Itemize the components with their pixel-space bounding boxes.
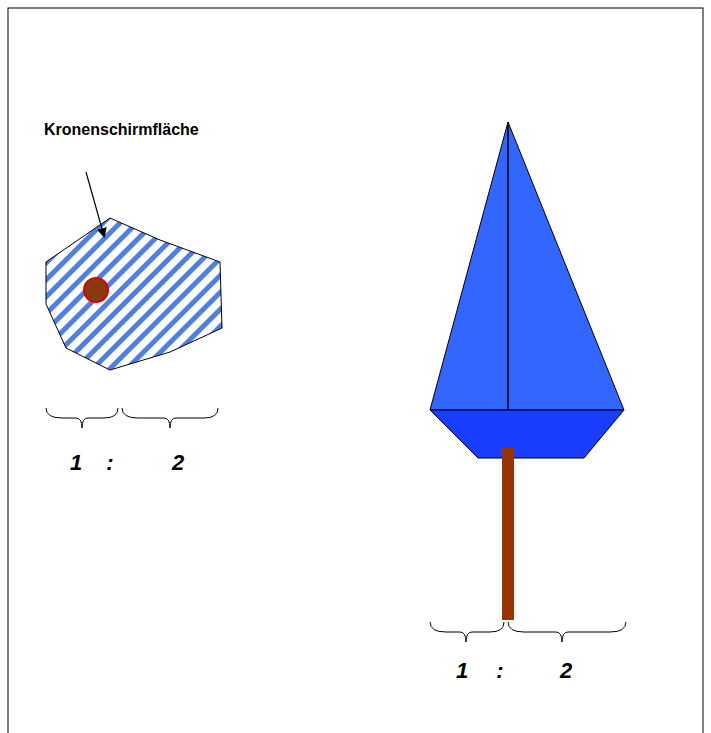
ratio-number: 2: [560, 660, 572, 682]
frame: [8, 8, 703, 733]
bracket: [508, 622, 626, 642]
trunk: [502, 448, 514, 620]
ratio-number: 1: [456, 660, 468, 682]
trunk-section: [84, 278, 108, 302]
leader-arrow: [86, 172, 104, 236]
ratio-separator: :: [496, 660, 503, 682]
ratio-number: 1: [70, 452, 82, 474]
crown-axis: [507, 122, 509, 410]
crown-area: [46, 218, 222, 370]
bracket: [430, 622, 504, 642]
bracket: [122, 408, 218, 428]
area-label: Kronenschirmfläche: [44, 122, 199, 138]
crown-base: [430, 410, 624, 458]
ratio-number: 2: [172, 452, 184, 474]
ratio-separator: :: [106, 452, 113, 474]
bracket: [46, 408, 118, 428]
crown-cone: [430, 122, 624, 410]
